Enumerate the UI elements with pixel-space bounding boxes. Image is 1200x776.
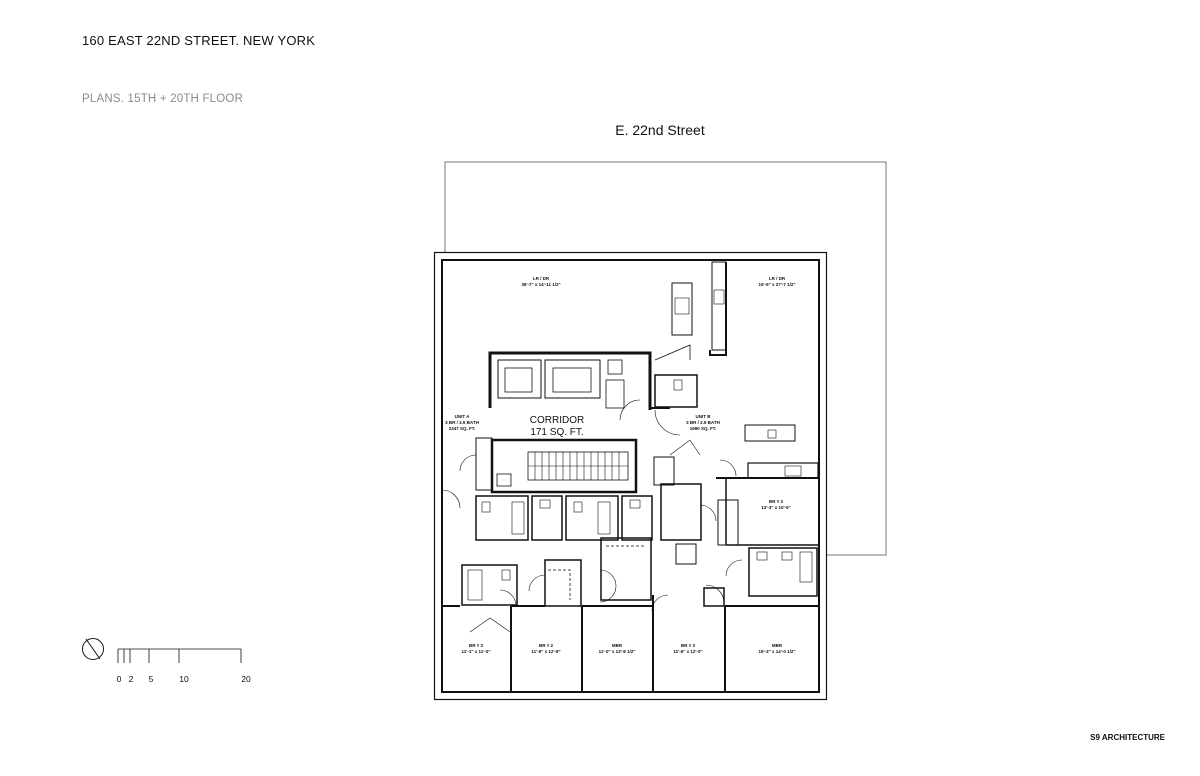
room-name: MBR <box>612 643 623 648</box>
scale-tick-label: 5 <box>149 674 154 684</box>
corridor-label: CORRIDOR 171 SQ. FT. <box>530 415 584 438</box>
room-name: MBR <box>772 643 783 648</box>
room-name: BR # 3 <box>681 643 696 648</box>
unit-a-rooms: 3 BR / 3.5 BATH <box>445 420 479 425</box>
unit-b-name: UNIT B <box>696 414 712 419</box>
unit-a-name: UNIT A <box>455 414 471 419</box>
room-dims: 11'-1" x 11'-0" <box>462 649 491 654</box>
room-name: BR # 2 <box>539 643 554 648</box>
room-name: LR / DR <box>769 276 786 281</box>
room-name: LR / DR <box>533 276 550 281</box>
bath-unit-b-north <box>654 374 698 436</box>
corridor-name: CORRIDOR <box>530 415 584 426</box>
building-exterior <box>433 251 828 701</box>
page-title: 160 EAST 22ND STREET. NEW YORK <box>82 33 316 48</box>
elevator-1 <box>497 359 542 399</box>
architect-credit: S9 ARCHITECTURE <box>1090 733 1165 742</box>
room-dims: 11'-6" x 12'-0" <box>673 649 702 654</box>
bathrooms-south <box>461 547 818 606</box>
unit-b-area: 1690 SQ. FT. <box>690 426 717 431</box>
interior-walls <box>442 478 818 692</box>
unit-a-area: 2347 SQ. FT. <box>449 426 476 431</box>
room-name: BR # 2 <box>769 499 784 504</box>
scale-tick-label: 10 <box>179 674 189 684</box>
door-swings <box>441 399 743 633</box>
elevator-2 <box>544 359 601 399</box>
scale-tick-label: 2 <box>129 674 134 684</box>
room-labels: LR / DR 36'-7" x 14'-11 1/2" LR / DR 15'… <box>462 276 796 654</box>
room-name: BR # 3 <box>469 643 484 648</box>
room-dims: 11'-0" x 13'-8 1/2" <box>599 649 636 654</box>
room-dims: 11'-9" x 12'-8" <box>531 649 560 654</box>
street-label: E. 22nd Street <box>615 122 705 138</box>
room-dims: 15'-3" x 14'-0 1/2" <box>759 649 796 654</box>
unit-b-rooms: 3 BR / 2.5 BATH <box>686 420 720 425</box>
north-arrow-icon <box>82 638 104 660</box>
room-dims: 36'-7" x 14'-11 1/2" <box>521 282 560 287</box>
kitchen-unit-b <box>716 424 819 479</box>
unit-b-label: UNIT B 3 BR / 2.5 BATH 1690 SQ. FT. <box>686 414 720 431</box>
terrace-outline <box>444 161 887 556</box>
scale-bar <box>117 648 242 663</box>
kitchen-unit-a <box>654 261 727 361</box>
scale-bar-labels: 0 2 5 10 20 <box>117 674 251 684</box>
scale-tick-label: 20 <box>241 674 251 684</box>
room-dims: 13'-3" x 10'-6" <box>761 505 790 510</box>
scale-tick-label: 0 <box>117 674 122 684</box>
corridor-area: 171 SQ. FT. <box>530 427 583 438</box>
page-subtitle: PLANS. 15TH + 20TH FLOOR <box>82 93 244 105</box>
unit-a-label: UNIT A 3 BR / 3.5 BATH 2347 SQ. FT. <box>445 414 479 431</box>
room-dims: 15'-6" x 27'-7 1/2" <box>759 282 796 287</box>
closets <box>475 437 739 607</box>
bathrooms-row <box>475 456 702 565</box>
